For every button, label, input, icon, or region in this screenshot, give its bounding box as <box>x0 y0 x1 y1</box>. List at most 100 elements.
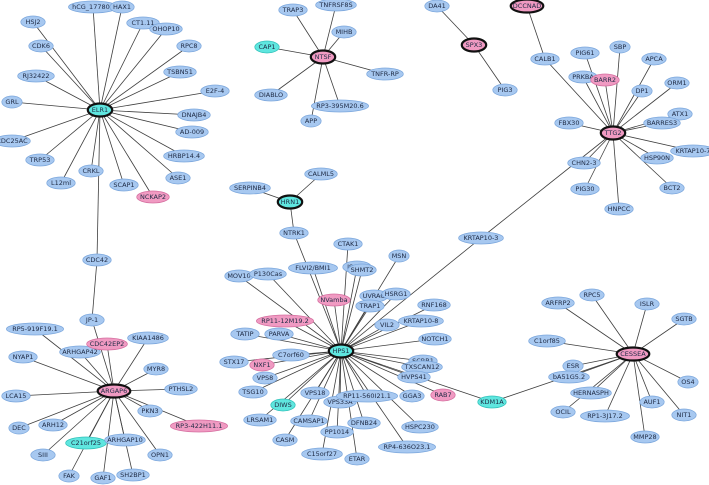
node-NXF1[interactable]: NXF1 <box>249 358 275 372</box>
node-RP3422H111[interactable]: RP3-422H11.1 <box>170 419 228 433</box>
node-MYR8[interactable]: MYR8 <box>143 362 169 376</box>
node-C1orf85[interactable]: C1orf85 <box>528 334 566 348</box>
node-HNPCC[interactable]: HNPCC <box>604 202 634 216</box>
node-GGA3[interactable]: GGA3 <box>399 389 425 403</box>
node-CAP1[interactable]: CAP1 <box>254 40 280 54</box>
node-CALB1[interactable]: CALB1 <box>530 52 560 66</box>
node-SIII[interactable]: SIII <box>30 448 56 462</box>
node-FBX30[interactable]: FBX30 <box>554 116 584 130</box>
node-AD009[interactable]: AD-009 <box>175 125 209 139</box>
node-CESSEA[interactable]: CESSEA <box>615 346 651 362</box>
node-PKN3[interactable]: PKN3 <box>137 404 163 418</box>
node-KRTAP103[interactable]: KRTAP10-3 <box>458 231 504 245</box>
node-ARFRP2[interactable]: ARFRP2 <box>541 296 575 310</box>
node-HRBP144[interactable]: HRBP14.4 <box>163 149 205 163</box>
node-RP4636O231[interactable]: RP4-636O23.1 <box>378 440 436 454</box>
node-DA41[interactable]: DA41 <box>424 0 450 13</box>
node-KRTAP108[interactable]: KRTAP10-8 <box>398 314 444 328</box>
node-KIAA1486[interactable]: KIAA1486 <box>127 331 169 345</box>
node-bA51G52[interactable]: bA51G5.2 <box>548 370 590 384</box>
node-ATX1[interactable]: ATX1 <box>667 107 693 121</box>
node-SBP[interactable]: SBP <box>609 40 631 54</box>
node-OHOP10[interactable]: OHOP10 <box>149 22 183 36</box>
node-ARHGAP10[interactable]: ARHGAP10 <box>104 433 146 447</box>
node-PIG3[interactable]: PIG3 <box>492 83 518 97</box>
node-TRAP1[interactable]: TRAP1 <box>355 299 385 313</box>
node-RAB7[interactable]: RAB7 <box>430 388 456 402</box>
node-JP1[interactable]: JP-1 <box>79 313 105 327</box>
node-HRN1[interactable]: HRN1 <box>276 194 304 210</box>
node-GAF1[interactable]: GAF1 <box>90 471 116 485</box>
node-HSP90N[interactable]: HSP90N <box>640 151 674 165</box>
node-ISLR[interactable]: ISLR <box>634 297 660 311</box>
node-TSG10[interactable]: TSG10 <box>238 385 268 399</box>
node-PIG61[interactable]: PIG61 <box>570 46 600 60</box>
node-DEC[interactable]: DEC <box>8 421 30 435</box>
node-CDC42[interactable]: CDC42 <box>82 253 112 267</box>
node-RP1112M192[interactable]: RP11-12M19.2 <box>256 314 314 328</box>
node-LCA15[interactable]: LCA15 <box>1 389 31 403</box>
node-MMP28[interactable]: MMP28 <box>630 430 660 444</box>
node-LRSAM1[interactable]: LRSAM1 <box>243 413 277 427</box>
node-AUF1[interactable]: AUF1 <box>639 395 665 409</box>
node-RP11560I21[interactable]: RP11-560I21.1 <box>336 389 399 403</box>
node-DNAJB4[interactable]: DNAJB4 <box>177 108 211 122</box>
node-BARR2[interactable]: BARR2 <box>590 73 620 87</box>
node-MOV10[interactable]: MOV10 <box>224 269 254 283</box>
node-HPS1[interactable]: HPS1 <box>327 343 355 359</box>
node-SPX3[interactable]: SPX3 <box>460 37 488 53</box>
node-PTHSL2[interactable]: PTHSL2 <box>164 382 198 396</box>
node-CDC42EP2[interactable]: CDC42EP2 <box>86 337 128 351</box>
node-ARH12[interactable]: ARH12 <box>38 418 68 432</box>
node-HVPS41[interactable]: HVPS41 <box>397 370 431 384</box>
node-VIL2[interactable]: VIL2 <box>374 318 400 332</box>
node-HSPC230[interactable]: HSPC230 <box>401 420 439 434</box>
node-RJ32422[interactable]: RJ32422 <box>17 69 55 83</box>
node-P130Cas[interactable]: P130Cas <box>249 267 287 281</box>
node-VPS18[interactable]: VPS18 <box>300 386 330 400</box>
node-ASE1[interactable]: ASE1 <box>165 171 191 185</box>
node-SCAP1[interactable]: SCAP1 <box>109 178 139 192</box>
node-CDK6[interactable]: CDK6 <box>28 39 54 53</box>
node-DIWS[interactable]: DIWS <box>270 398 296 412</box>
node-STX17[interactable]: STX17 <box>219 355 249 369</box>
node-TSBN51[interactable]: TSBN51 <box>163 65 197 79</box>
node-CDC25AC[interactable]: CDC25AC <box>0 134 31 148</box>
node-SGTB[interactable]: SGTB <box>671 312 697 326</box>
node-NIT1[interactable]: NIT1 <box>671 408 697 422</box>
node-RP5919F191[interactable]: RP5-919F19.1 <box>6 322 64 336</box>
node-HSJ2[interactable]: HSJ2 <box>20 15 46 29</box>
node-HERNASPH[interactable]: HERNASPH <box>570 386 612 400</box>
node-CT11[interactable]: CT1.11 <box>126 16 160 30</box>
node-RPC5[interactable]: RPC5 <box>579 288 605 302</box>
node-TNFRRP[interactable]: TNFR-RP <box>366 67 404 81</box>
node-NTSF[interactable]: NTSF <box>309 49 337 65</box>
node-DIABLO[interactable]: DIABLO <box>254 88 288 102</box>
node-PP1014[interactable]: PP1014 <box>320 425 354 439</box>
node-C7orf60[interactable]: C7orf60 <box>272 348 310 362</box>
node-FAK[interactable]: FAK <box>58 469 80 483</box>
node-TATIP[interactable]: TATIP <box>230 327 260 341</box>
node-APCA[interactable]: APCA <box>641 52 667 66</box>
node-CASM[interactable]: CASM <box>272 433 298 447</box>
node-ESR[interactable]: ESR <box>562 359 584 373</box>
node-NYAP1[interactable]: NYAP1 <box>8 350 38 364</box>
node-PRKBA[interactable]: PRKBA <box>568 70 598 84</box>
node-VPS8[interactable]: VPS8 <box>252 371 278 385</box>
node-HAX1[interactable]: HAX1 <box>109 0 135 14</box>
node-CAMSAP1[interactable]: CAMSAP1 <box>290 414 328 428</box>
node-PIG30[interactable]: PIG30 <box>570 182 600 196</box>
node-CALML5[interactable]: CALML5 <box>304 167 338 181</box>
node-C15orf27[interactable]: C15orf27 <box>301 447 343 461</box>
node-MSN[interactable]: MSN <box>388 249 410 263</box>
node-TRP53[interactable]: TRP53 <box>25 153 55 167</box>
node-TNFRSF8S[interactable]: TNFRSF8S <box>315 0 357 12</box>
node-C21orf25[interactable]: C21orf25 <box>65 436 107 450</box>
node-RNF168[interactable]: RNF168 <box>417 298 451 312</box>
node-RP3395M206[interactable]: RP3-395M20.6 <box>311 99 369 113</box>
node-OPN1[interactable]: OPN1 <box>147 448 173 462</box>
node-NTRK1[interactable]: NTRK1 <box>279 226 309 240</box>
node-RPC8[interactable]: RPC8 <box>176 39 202 53</box>
node-TRAP3[interactable]: TRAP3 <box>278 3 308 17</box>
node-RP13J172[interactable]: RP1-3J17.2 <box>580 409 630 423</box>
